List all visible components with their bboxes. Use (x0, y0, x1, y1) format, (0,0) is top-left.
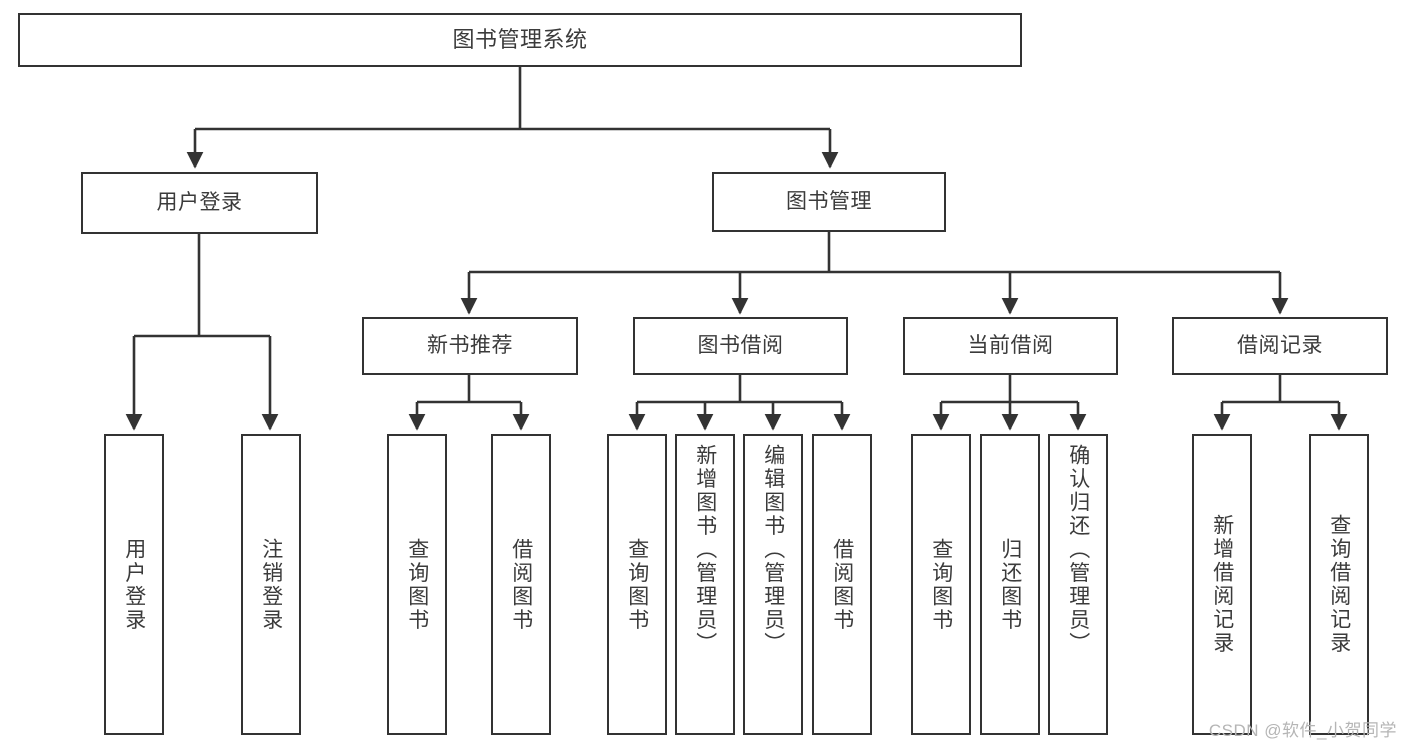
node-label: 借阅图书 (830, 537, 854, 632)
node-label: 当前借阅 (967, 334, 1054, 358)
leaf-node-query-book-current[interactable]: 查询图书 (911, 434, 971, 735)
node-label: 新书推荐 (427, 334, 513, 358)
node-label: 注销登录 (259, 537, 283, 632)
leaf-node-confirm-return[interactable]: 确认归还（管理员） (1048, 434, 1108, 735)
leaf-node-return-book[interactable]: 归还图书 (980, 434, 1040, 735)
node-label: 归还图书 (998, 537, 1022, 632)
leaf-node-logout-login[interactable]: 注销登录 (241, 434, 301, 735)
node-label: 用户登录 (156, 191, 243, 215)
node-label: 借阅记录 (1237, 334, 1323, 358)
node-label: 图书管理系统 (452, 26, 588, 52)
leaf-node-borrow-book[interactable]: 借阅图书 (812, 434, 872, 735)
csdn-watermark: CSDN @软件_小贺同学 (1208, 721, 1397, 740)
node-label: 新增图书（管理员） (693, 444, 717, 656)
leaf-node-add-book[interactable]: 新增图书（管理员） (675, 434, 735, 735)
leaf-node-query-borrow-record[interactable]: 查询借阅记录 (1309, 434, 1369, 735)
node-borrow-record[interactable]: 借阅记录 (1172, 317, 1388, 375)
leaf-node-borrow-book-recommend[interactable]: 借阅图书 (491, 434, 551, 735)
node-label: 查询借阅记录 (1327, 514, 1351, 655)
node-label: 图书借阅 (697, 334, 784, 358)
node-label: 确认归还（管理员） (1066, 444, 1090, 656)
leaf-node-user-login[interactable]: 用户登录 (104, 434, 164, 735)
node-book-management[interactable]: 图书管理 (712, 172, 946, 232)
leaf-node-edit-book[interactable]: 编辑图书（管理员） (743, 434, 803, 735)
leaf-node-add-borrow-record[interactable]: 新增借阅记录 (1192, 434, 1252, 735)
leaf-node-query-book-recommend[interactable]: 查询图书 (387, 434, 447, 735)
node-label: 图书管理 (786, 190, 872, 214)
node-user-login[interactable]: 用户登录 (81, 172, 318, 234)
node-label: 借阅图书 (509, 537, 533, 632)
node-current-borrow[interactable]: 当前借阅 (903, 317, 1118, 375)
node-book-borrow[interactable]: 图书借阅 (633, 317, 848, 375)
node-label: 用户登录 (122, 537, 146, 632)
leaf-node-query-book-borrow[interactable]: 查询图书 (607, 434, 667, 735)
node-root-book-management-system[interactable]: 图书管理系统 (18, 13, 1022, 67)
node-label: 查询图书 (405, 537, 429, 632)
node-label: 新增借阅记录 (1210, 514, 1234, 655)
node-new-book-recommend[interactable]: 新书推荐 (362, 317, 578, 375)
node-label: 查询图书 (625, 537, 649, 632)
node-label: 编辑图书（管理员） (761, 444, 785, 656)
node-label: 查询图书 (929, 537, 953, 632)
